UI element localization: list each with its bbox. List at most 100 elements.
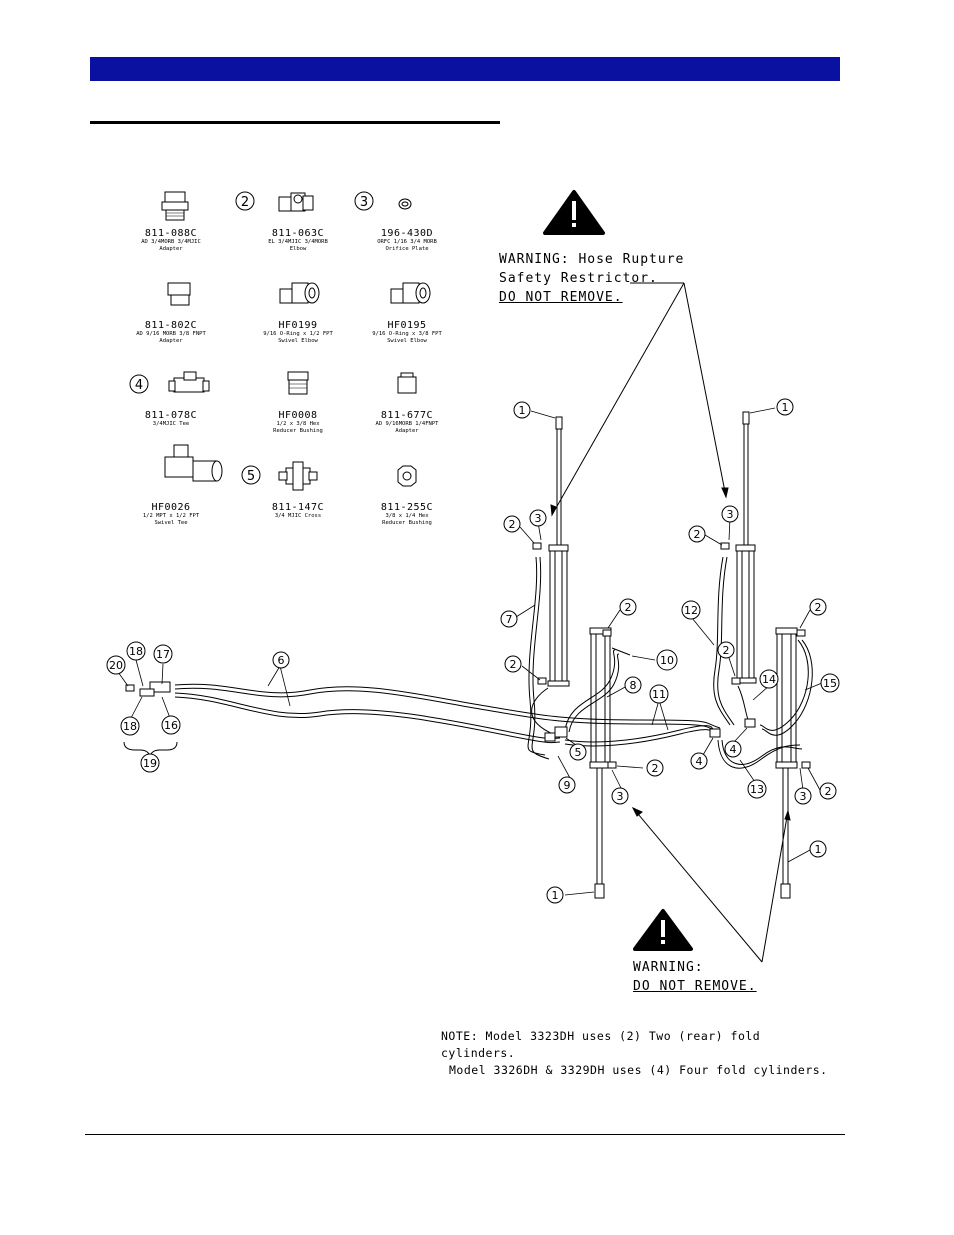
svg-text:5: 5 bbox=[247, 469, 255, 484]
svg-text:8: 8 bbox=[630, 679, 637, 692]
svg-text:2: 2 bbox=[509, 518, 516, 531]
part-hf0199: HF0199 9/16 O-Ring x 1/2 FPT Swivel Elbo… bbox=[233, 320, 363, 345]
svg-text:1: 1 bbox=[519, 404, 526, 417]
warning-triangle-icon bbox=[633, 909, 693, 951]
part-811-802c: 811-802C AD 9/16 MORB 3/8 FNPT Adapter bbox=[106, 320, 236, 345]
callout-1: 1 bbox=[776, 398, 794, 416]
fitting-adapter-icon bbox=[397, 372, 417, 394]
part-811-147c: 811-147C 3/4 MJIC Cross bbox=[233, 502, 363, 520]
part-type: Adapter bbox=[159, 246, 183, 252]
warning-line: WARNING: bbox=[633, 960, 704, 975]
callout-16: 16 bbox=[161, 715, 181, 735]
callout-2: 2 bbox=[688, 525, 706, 543]
part-number: HF0026 bbox=[151, 502, 191, 513]
callout-1: 1 bbox=[513, 401, 531, 419]
warning-hose-rupture: WARNING: Hose Rupture Safety Restrictor.… bbox=[499, 250, 684, 307]
part-number: 811-677C bbox=[380, 410, 434, 421]
callout-3: 3 bbox=[611, 787, 629, 805]
swivel-elbow-icon bbox=[279, 282, 320, 304]
part-desc: AD 3/4MORB 3/4MJIC bbox=[141, 239, 201, 245]
svg-text:3: 3 bbox=[360, 195, 368, 210]
part-811-677c: 811-677C AD 9/16MORB 1/4FNPT Adapter bbox=[342, 410, 472, 435]
part-number: 811-802C bbox=[144, 320, 198, 331]
fold-cylinder-left-rear bbox=[547, 416, 570, 687]
part-811-255c: 811-255C 3/8 x 1/4 Hex Reducer Bushing bbox=[342, 502, 472, 527]
part-type: Reducer Bushing bbox=[273, 428, 323, 434]
part-type: Adapter bbox=[395, 428, 419, 434]
svg-text:14: 14 bbox=[762, 673, 776, 686]
part-desc: 9/16 O-Ring x 3/8 FPT bbox=[372, 331, 442, 337]
legend-callout-5: 5 bbox=[241, 465, 261, 485]
svg-text:2: 2 bbox=[241, 195, 249, 210]
cross-fitting-icon bbox=[278, 461, 318, 491]
part-811-063c: 811-063C EL 3/4MJIC 3/4MORB Elbow bbox=[233, 228, 363, 253]
callout-3: 3 bbox=[529, 509, 547, 527]
part-number: 811-147C bbox=[271, 502, 325, 513]
callout-13: 13 bbox=[747, 779, 767, 799]
part-type: Reducer Bushing bbox=[382, 520, 432, 526]
orifice-plate-icon bbox=[398, 198, 412, 210]
fitting-adapter-icon bbox=[167, 282, 191, 306]
part-hf0008: HF0008 1/2 x 3/8 Hex Reducer Bushing bbox=[233, 410, 363, 435]
callout-10: 10 bbox=[656, 649, 678, 671]
callout-2: 2 bbox=[503, 515, 521, 533]
svg-text:12: 12 bbox=[684, 604, 698, 617]
callout-4: 4 bbox=[724, 740, 742, 758]
cylinders bbox=[547, 411, 798, 899]
diagram-fittings bbox=[125, 542, 811, 769]
svg-text:2: 2 bbox=[694, 528, 701, 541]
warning-do-not-remove: WARNING: DO NOT REMOVE. bbox=[633, 958, 757, 996]
svg-text:2: 2 bbox=[652, 762, 659, 775]
part-desc: 3/4 MJIC Cross bbox=[274, 513, 322, 519]
part-desc: 9/16 O-Ring x 1/2 FPT bbox=[263, 331, 333, 337]
fold-cylinder-right-rear bbox=[734, 411, 757, 684]
part-desc: 1/2 MPT x 1/2 FPT bbox=[142, 513, 200, 519]
svg-text:3: 3 bbox=[535, 512, 542, 525]
callout-2: 2 bbox=[619, 598, 637, 616]
part-desc: AD 9/16MORB 1/4FNPT bbox=[375, 421, 439, 427]
svg-text:17: 17 bbox=[156, 648, 170, 661]
callout-2: 2 bbox=[504, 655, 522, 673]
svg-text:18: 18 bbox=[123, 720, 137, 733]
callout-6: 6 bbox=[272, 651, 290, 669]
svg-text:18: 18 bbox=[129, 645, 143, 658]
note-line: Model 3326DH & 3329DH uses (4) Four fold… bbox=[449, 1063, 828, 1077]
svg-text:1: 1 bbox=[782, 401, 789, 414]
warning-line: WARNING: Hose Rupture bbox=[499, 252, 685, 267]
hoses bbox=[174, 556, 813, 769]
swivel-elbow-icon bbox=[390, 282, 431, 304]
svg-text:2: 2 bbox=[510, 658, 517, 671]
part-type: Swivel Tee bbox=[154, 520, 188, 526]
callout-2: 2 bbox=[646, 759, 664, 777]
callout-18: 18 bbox=[120, 716, 140, 736]
callout-15: 15 bbox=[820, 673, 840, 693]
part-type: Adapter bbox=[159, 338, 183, 344]
swivel-tee-icon bbox=[164, 444, 223, 482]
callout-18: 18 bbox=[126, 641, 146, 661]
callout-14: 14 bbox=[759, 669, 779, 689]
callout-2: 2 bbox=[809, 598, 827, 616]
part-number: HF0195 bbox=[387, 320, 427, 331]
footer-rule bbox=[85, 1134, 845, 1135]
warning-line: DO NOT REMOVE. bbox=[499, 290, 623, 305]
svg-text:11: 11 bbox=[652, 688, 666, 701]
callout-2: 2 bbox=[819, 782, 837, 800]
part-desc: 3/4MJIC Tee bbox=[152, 421, 190, 427]
part-hf0026: HF0026 1/2 MPT x 1/2 FPT Swivel Tee bbox=[106, 502, 236, 527]
svg-text:19: 19 bbox=[143, 757, 157, 770]
svg-text:4: 4 bbox=[135, 378, 143, 393]
model-note: NOTE: Model 3323DH uses (2) Two (rear) f… bbox=[441, 1028, 841, 1079]
callout-19: 19 bbox=[140, 753, 160, 773]
legend-callout-2: 2 bbox=[235, 191, 255, 211]
part-811-088c: 811-088C AD 3/4MORB 3/4MJIC Adapter bbox=[106, 228, 236, 253]
fold-cylinder-right-front bbox=[775, 627, 798, 899]
part-number: 811-088C bbox=[144, 228, 198, 239]
svg-text:3: 3 bbox=[727, 508, 734, 521]
part-type: Orifice Plate bbox=[385, 246, 429, 252]
svg-text:2: 2 bbox=[625, 601, 632, 614]
svg-text:7: 7 bbox=[506, 613, 513, 626]
part-type: Elbow bbox=[289, 246, 307, 252]
svg-text:2: 2 bbox=[723, 644, 730, 657]
part-811-078c: 811-078C 3/4MJIC Tee bbox=[106, 410, 236, 428]
